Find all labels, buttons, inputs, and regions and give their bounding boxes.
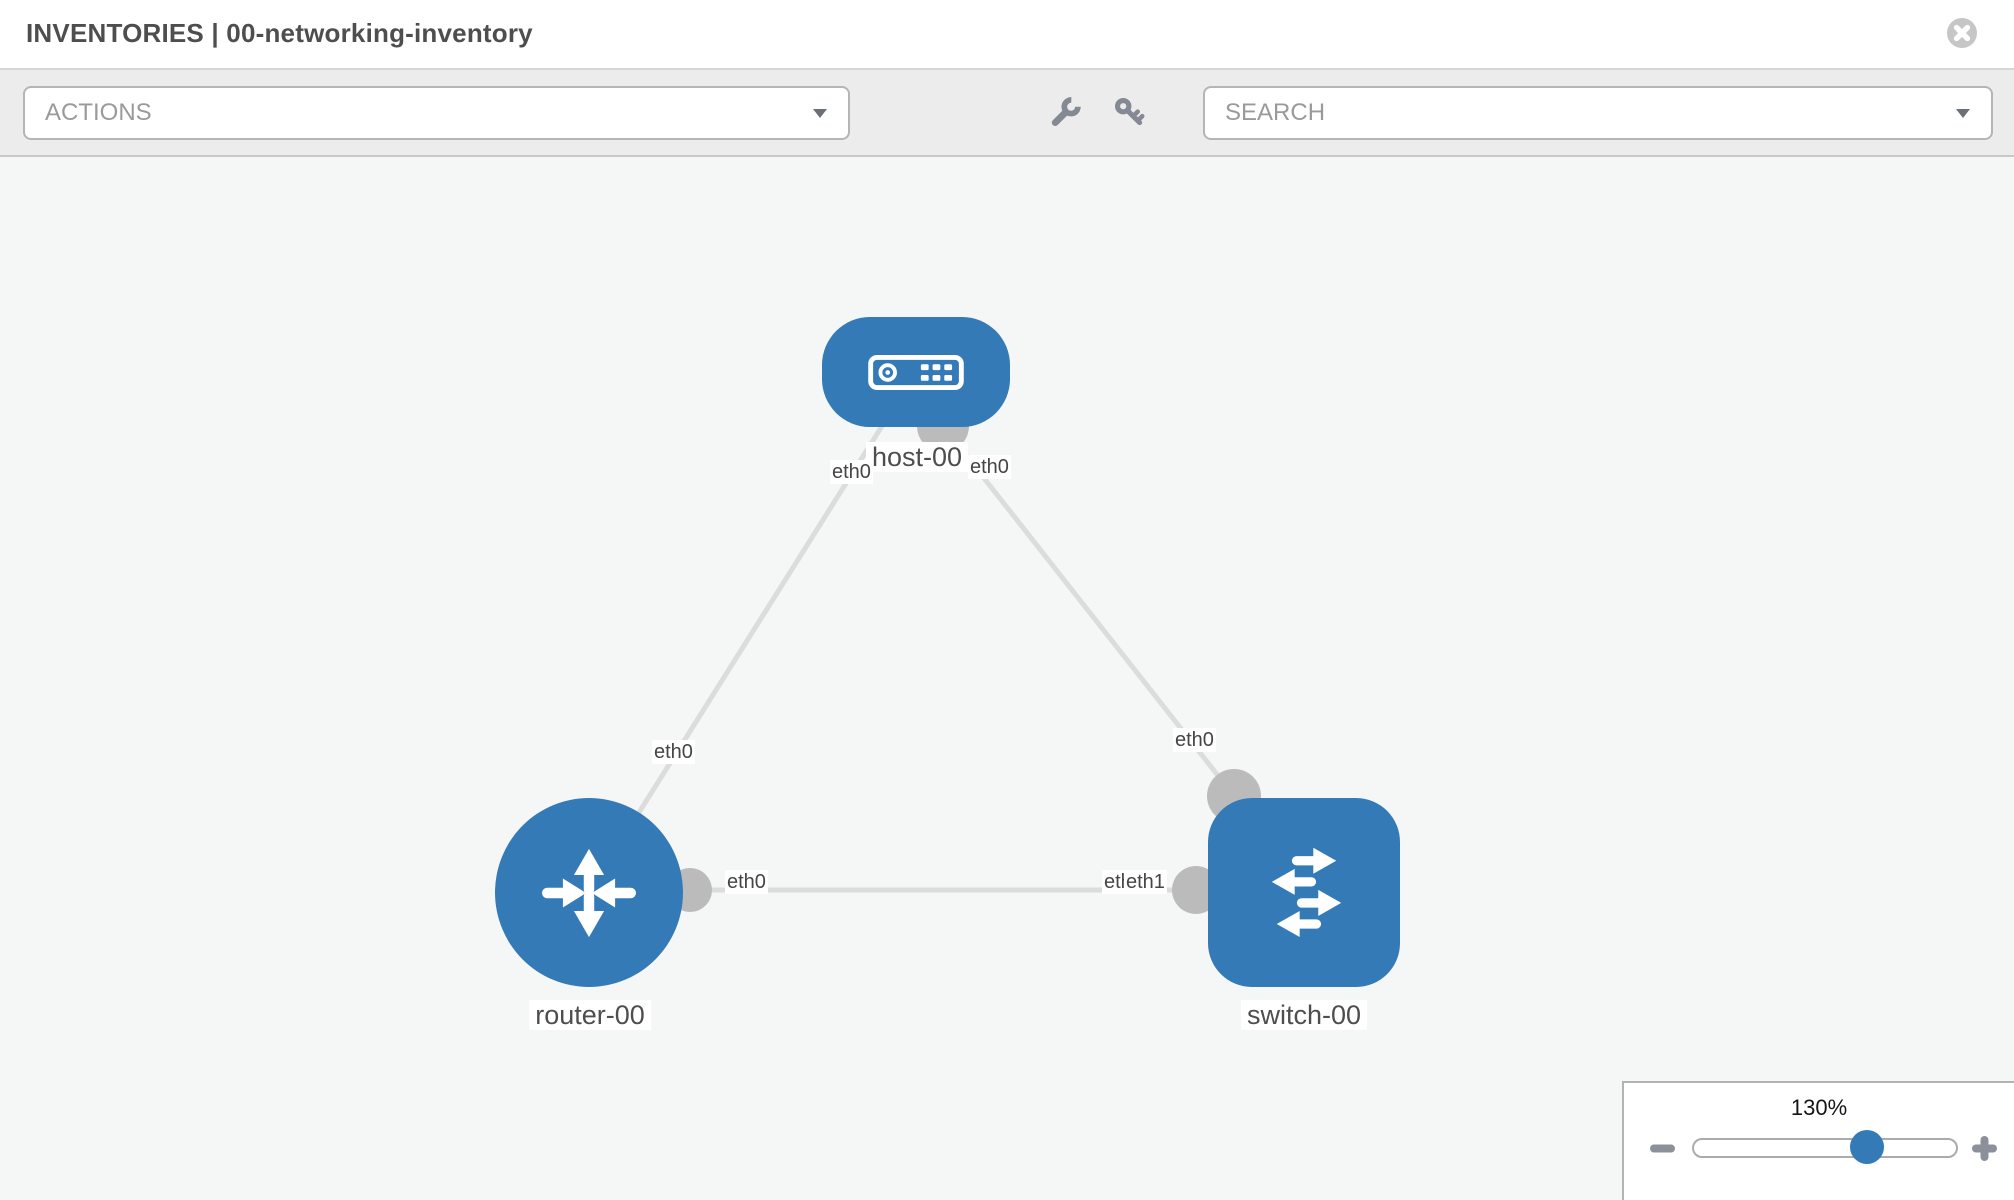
topology-canvas[interactable]: host-00 router-00 <box>0 157 2014 1200</box>
node-router-00[interactable] <box>495 798 683 987</box>
zoom-out-button[interactable] <box>1648 1133 1678 1163</box>
page-title: INVENTORIES | 00-networking-inventory <box>26 18 533 48</box>
switch-icon <box>1271 847 1342 937</box>
zoom-slider-knob[interactable] <box>1849 1130 1884 1164</box>
close-button[interactable] <box>1946 17 1978 49</box>
node-host-00[interactable] <box>822 317 1010 427</box>
topology-links <box>586 370 1261 914</box>
host-icon <box>868 354 964 390</box>
router-icon <box>542 848 636 937</box>
interface-label: eth0 <box>725 870 768 894</box>
actions-dropdown[interactable]: ACTIONS <box>23 86 850 140</box>
toolbar-tools <box>1048 86 1148 140</box>
wrench-icon[interactable] <box>1048 95 1084 131</box>
chevron-down-icon <box>1956 108 1970 118</box>
node-label-router-00: router-00 <box>529 1000 651 1030</box>
close-icon <box>1947 18 1977 48</box>
plus-icon <box>1972 1136 1997 1161</box>
node-label-host-00: host-00 <box>865 442 969 472</box>
toolbar: ACTIONS SEARCH <box>0 70 2014 157</box>
zoom-in-button[interactable] <box>1970 1133 2000 1163</box>
header: INVENTORIES | 00-networking-inventory <box>0 0 2014 70</box>
chevron-down-icon <box>813 108 827 118</box>
interface-label: eth0 <box>830 460 873 484</box>
minus-icon <box>1650 1144 1675 1153</box>
zoom-level: 130% <box>1790 1095 1848 1120</box>
actions-dropdown-label: ACTIONS <box>45 99 152 126</box>
zoom-control-panel: 130% <box>1622 1081 2014 1200</box>
search-dropdown-label: SEARCH <box>1225 99 1326 126</box>
key-icon[interactable] <box>1112 95 1148 131</box>
interface-label: eth0 <box>1173 728 1216 752</box>
link-host-router <box>586 370 919 894</box>
node-switch-00[interactable] <box>1208 798 1400 987</box>
search-dropdown[interactable]: SEARCH <box>1203 86 1993 140</box>
interface-label: eth0 <box>652 740 695 764</box>
node-label-switch-00: switch-00 <box>1240 1000 1368 1030</box>
zoom-slider[interactable] <box>1692 1130 1958 1164</box>
interface-label: eth1 <box>1124 870 1167 894</box>
interface-label: eth0 <box>968 455 1011 479</box>
